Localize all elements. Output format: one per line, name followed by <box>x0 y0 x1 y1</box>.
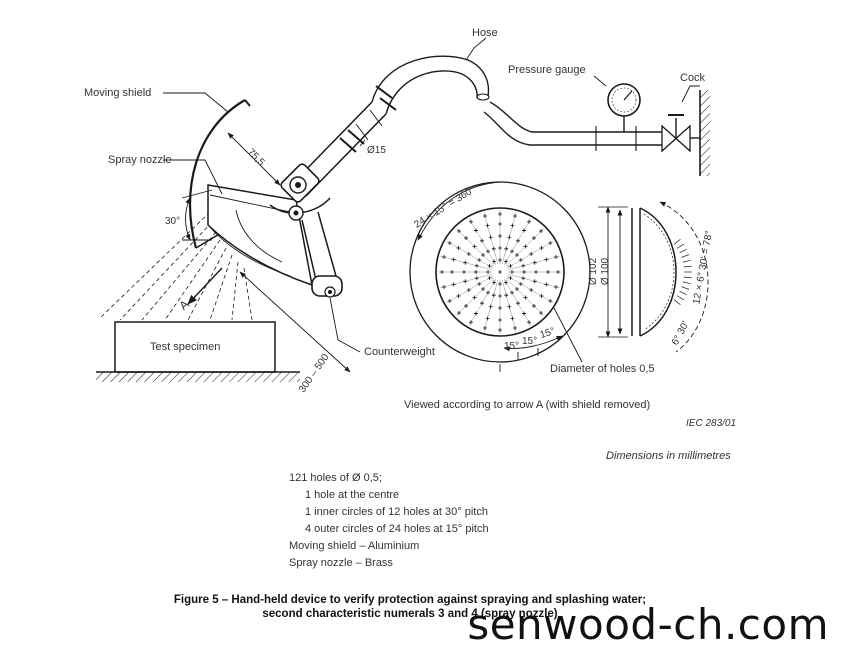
radial-guide-line <box>446 240 494 269</box>
materials-item: 121 holes of Ø 0,5; <box>289 472 382 484</box>
radial-guide-line <box>456 277 495 316</box>
materials-item: Spray nozzle – Brass <box>289 557 393 569</box>
radial-guide-line <box>440 255 493 271</box>
angle-tick <box>679 290 687 296</box>
supply-pipe <box>483 101 662 151</box>
spray-nozzle-label: Spray nozzle <box>108 154 172 166</box>
test-specimen-label: Test specimen <box>150 341 221 353</box>
spray-hole <box>498 270 502 274</box>
radial-guide-line <box>483 212 499 265</box>
wall <box>699 90 710 176</box>
materials-item: 1 inner circles of 12 holes at 30° pitch <box>305 506 488 518</box>
angle-tick <box>683 265 692 268</box>
radial-guide-line <box>468 278 497 326</box>
nozzle-angle-marker <box>181 189 213 241</box>
radial-guide-line <box>506 275 554 304</box>
angle-tick <box>681 254 690 258</box>
angle-tick <box>676 243 685 249</box>
iec-reference: IEC 283/01 <box>686 418 737 429</box>
radial-guide-line <box>506 240 554 269</box>
technical-drawing <box>96 37 710 382</box>
radial-guide-line <box>501 279 517 332</box>
units-note: Dimensions in millimetres <box>606 450 731 462</box>
diameter-15-leader <box>355 109 383 147</box>
watermark: senwood-ch.com <box>467 600 829 649</box>
moving-shield-label: Moving shield <box>84 87 152 99</box>
cock-label: Cock <box>680 72 706 84</box>
radial-guide-line <box>503 278 532 326</box>
radial-guide-line <box>505 277 544 316</box>
angle-tick <box>676 295 685 301</box>
caption-line-2: second characteristic numerals 3 and 4 (… <box>262 608 558 620</box>
caption-line-1: Figure 5 – Hand-held device to verify pr… <box>173 594 647 606</box>
radial-guide-line <box>468 218 497 266</box>
dim-diameter-15: Ø15 <box>367 145 386 156</box>
leader-lines <box>163 37 487 353</box>
angle-ticks <box>673 239 692 305</box>
angle-tick <box>679 248 687 254</box>
nozzle-pipe <box>280 101 387 203</box>
dim-diameter-102: Ø 102 <box>588 257 600 286</box>
angle-tick <box>682 259 691 263</box>
dim-angle-30: 30° <box>165 216 181 227</box>
nozzle-face-view <box>409 181 591 372</box>
radial-guide-line <box>503 218 532 266</box>
radial-guide-line <box>446 275 494 304</box>
dimension-300-500 <box>239 271 351 373</box>
radial-guide-line <box>507 273 560 289</box>
angle-tick <box>683 276 692 279</box>
cock-valve <box>661 85 700 153</box>
radial-guide-line <box>505 228 544 267</box>
materials-item: 4 outer circles of 24 holes at 15° pitch <box>305 523 489 535</box>
counterweight-label: Counterweight <box>364 346 435 358</box>
hose-label: Hose <box>472 27 498 39</box>
spray-holes <box>438 210 562 334</box>
swivel-arm <box>269 197 331 221</box>
materials-list: 121 holes of Ø 0,5; 1 hole at the centre… <box>289 470 489 572</box>
dim-pitch-15-b: 15° <box>522 336 538 347</box>
viewed-note: Viewed according to arrow A (with shield… <box>404 399 651 411</box>
radial-guide-line <box>483 279 499 332</box>
radial-guide-line <box>456 228 495 267</box>
nozzle-side-profile <box>598 201 709 353</box>
angle-tick <box>673 299 681 305</box>
gauge-leader <box>593 75 607 87</box>
radial-guide-line <box>440 273 493 289</box>
materials-item: Moving shield – Aluminium <box>289 540 420 552</box>
pressure-gauge <box>607 83 641 132</box>
radial-guide-line <box>507 255 560 271</box>
angle-tick <box>682 281 691 285</box>
figure-caption: Figure 5 – Hand-held device to verify pr… <box>0 593 820 621</box>
dim-pitch-15-a: 15° <box>504 341 520 352</box>
spray-device-side-view <box>96 37 487 382</box>
diameter-holes-label: Diameter of holes 0,5 <box>550 363 655 375</box>
angle-tick <box>681 286 690 290</box>
supply-line <box>355 55 710 176</box>
materials-item: 1 hole at the centre <box>305 489 400 501</box>
radial-guide-line <box>501 212 517 265</box>
view-arrow-a <box>187 267 223 305</box>
pressure-gauge-label: Pressure gauge <box>508 64 586 76</box>
hose <box>371 55 490 115</box>
dim-diameter-100: Ø 100 <box>600 257 612 286</box>
angle-tick <box>673 239 681 245</box>
dimension-75-5 <box>227 132 281 186</box>
